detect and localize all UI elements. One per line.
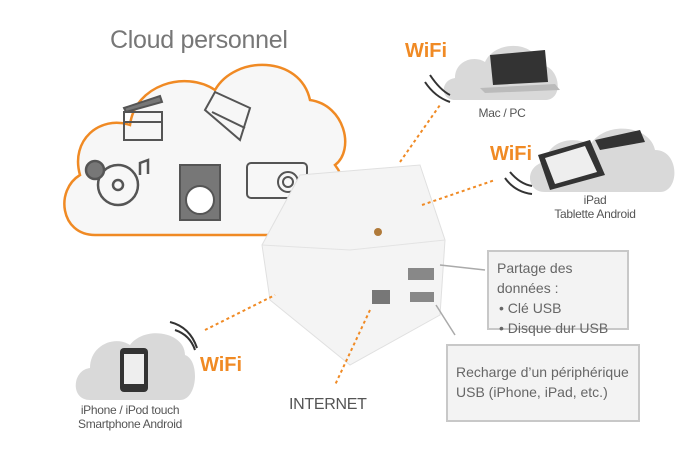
- ipad-label-line1: iPad: [583, 193, 607, 207]
- sharing-item: • Clé USB: [499, 300, 562, 316]
- wifi-waves-icon: [169, 74, 533, 351]
- iphone-wifi-label: WiFi: [200, 354, 243, 376]
- ipad-wifi-label: WiFi: [490, 143, 533, 165]
- iphone-label-line1: iPhone / iPod touch: [80, 403, 180, 417]
- cloud-title: Cloud personnel: [110, 26, 288, 54]
- tablet-icon: [538, 130, 645, 190]
- folder-icon: [203, 90, 252, 142]
- charging-box: Recharge d’un périphérique USB (iPhone, …: [446, 344, 640, 422]
- feature-arrows: [435, 264, 486, 336]
- usb-port: [410, 292, 434, 302]
- sharing-box: Partage des données : • Clé USB • Disque…: [487, 250, 629, 336]
- mac-label: Mac / PC: [478, 106, 526, 120]
- iphone-label: iPhone / iPod touch Smartphone Android: [65, 403, 195, 431]
- internet-label: INTERNET: [289, 396, 367, 413]
- charging-line2: USB (iPhone, iPad, etc.): [456, 384, 608, 400]
- ethernet-port: [372, 290, 390, 304]
- laptop-icon: [480, 50, 560, 93]
- usb-port: [408, 268, 434, 280]
- mac-wifi-label: WiFi: [405, 40, 448, 62]
- sharing-heading: Partage des données :: [497, 260, 573, 296]
- ipad-label: iPad Tablette Android: [545, 193, 645, 221]
- music-cd-icon: [84, 158, 150, 207]
- charging-line1: Recharge d’un périphérique: [456, 364, 629, 380]
- smartphone-icon: [120, 348, 148, 392]
- clapperboard-icon: [122, 94, 164, 141]
- sharing-item: • Disque dur USB: [499, 320, 609, 336]
- router-device: [261, 164, 446, 366]
- hard-drive-icon: [179, 164, 221, 221]
- ipad-label-line2: Tablette Android: [554, 207, 636, 221]
- iphone-label-line2: Smartphone Android: [77, 417, 182, 431]
- personal-cloud-shape: [63, 63, 347, 237]
- connection-links: [204, 104, 496, 386]
